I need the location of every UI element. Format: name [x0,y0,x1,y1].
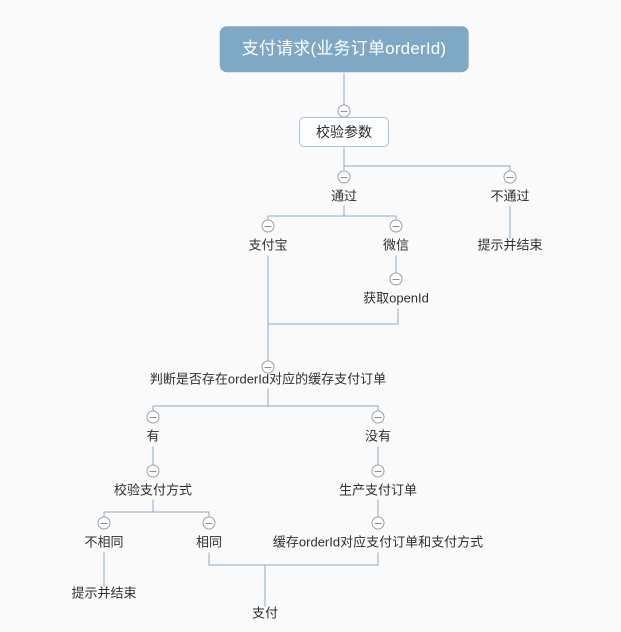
node-pass[interactable]: 通过 [330,188,358,204]
collapse-minus-icon-alipay[interactable] [261,219,275,233]
node-diff_end[interactable]: 提示并结束 [71,585,137,601]
collapse-minus-icon-pass[interactable] [337,170,351,184]
collapse-minus-icon-same[interactable] [202,516,216,530]
node-pay[interactable]: 支付 [251,605,279,621]
node-fail[interactable]: 不通过 [490,188,530,204]
edge-check_pay-to-branch2 [103,499,210,524]
node-fail_end[interactable]: 提示并结束 [477,237,543,253]
node-alipay[interactable]: 支付宝 [248,237,288,253]
collapse-minus-icon-has[interactable] [146,410,160,424]
node-validate[interactable]: 校验参数 [299,116,389,148]
collapse-minus-icon-diff[interactable] [97,516,111,530]
collapse-minus-icon-create_ord[interactable] [371,464,385,478]
edge-validate-to-split1 [343,147,511,178]
edge-alipay-to-merge [267,255,399,368]
collapse-minus-icon-check_pay[interactable] [146,464,160,478]
collapse-minus-icon-cache_ord[interactable] [371,516,385,530]
node-diff[interactable]: 不相同 [84,534,124,550]
collapse-minus-icon-check_cache[interactable] [261,360,275,374]
collapse-minus-icon-fail[interactable] [503,170,517,184]
node-same[interactable]: 相同 [195,534,223,550]
collapse-minus-icon-validate[interactable] [337,104,351,118]
collapse-minus-icon-none[interactable] [371,410,385,424]
edge-pass-to-children [267,205,397,227]
node-create_ord[interactable]: 生产支付订单 [338,482,418,498]
node-check_cache[interactable]: 判断是否存在orderId对应的缓存支付订单 [149,371,387,387]
collapse-minus-icon-openid[interactable] [389,272,403,286]
edge-check_cache-to-branch [152,388,379,418]
collapse-minus-icon-wechat[interactable] [389,219,403,233]
node-cache_ord[interactable]: 缓存orderId对应支付订单和支付方式 [272,534,484,550]
node-root[interactable]: 支付请求(业务订单orderId) [219,26,469,72]
node-check_pay[interactable]: 校验支付方式 [113,482,193,498]
node-openid[interactable]: 获取openId [363,290,429,306]
node-has[interactable]: 有 [146,428,160,444]
node-wechat[interactable]: 微信 [382,237,410,253]
edge-same-to-pay [208,552,379,607]
node-none[interactable]: 没有 [364,428,392,444]
